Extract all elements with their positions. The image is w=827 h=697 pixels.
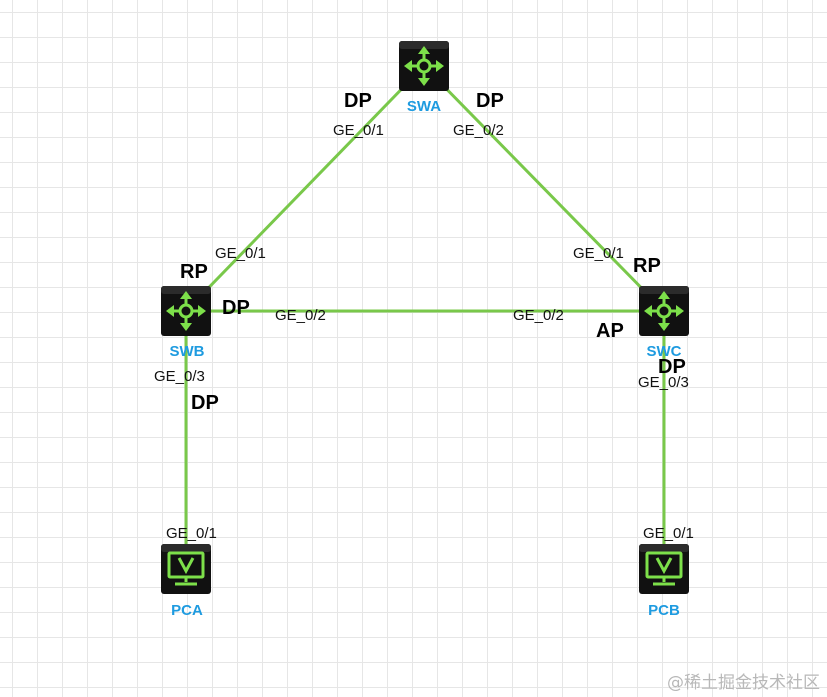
device-swa[interactable] (399, 41, 449, 91)
link-swa-swb (184, 64, 426, 313)
device-name-swa: SWA (407, 98, 441, 115)
port-label-swb-ge01: GE_0/1 (215, 245, 266, 262)
role-label-swc-ge02: AP (596, 320, 624, 342)
watermark: @稀土掘金技术社区 (667, 673, 820, 693)
role-label-swa-ge01: DP (344, 90, 372, 112)
port-label-swa-ge01: GE_0/1 (333, 122, 384, 139)
port-label-swb-ge02: GE_0/2 (275, 307, 326, 324)
device-name-pcb: PCB (648, 602, 680, 619)
pc-icon (645, 551, 683, 586)
role-label-swc-ge01: RP (633, 255, 661, 277)
port-label-swc-ge03: GE_0/3 (638, 374, 689, 391)
switch-icon (166, 291, 206, 331)
link-swa-swc (422, 64, 666, 313)
device-name-pca: PCA (171, 602, 203, 619)
port-label-pcb-ge01: GE_0/1 (643, 525, 694, 542)
switch-icon (644, 291, 684, 331)
device-swc[interactable] (639, 286, 689, 336)
port-label-swb-ge03: GE_0/3 (154, 368, 205, 385)
port-label-pca-ge01: GE_0/1 (166, 525, 217, 542)
device-swb[interactable] (161, 286, 211, 336)
role-label-swb-ge01: RP (180, 261, 208, 283)
device-pcb[interactable] (639, 544, 689, 594)
switch-icon (404, 46, 444, 86)
role-label-swb-ge02: DP (222, 297, 250, 319)
port-label-swc-ge01: GE_0/1 (573, 245, 624, 262)
device-name-swb: SWB (170, 343, 205, 360)
pc-icon (167, 551, 205, 586)
device-name-swc: SWC (647, 343, 682, 360)
role-label-swb-ge03: DP (191, 392, 219, 414)
device-pca[interactable] (161, 544, 211, 594)
role-label-swc-ge03: DP (658, 356, 686, 378)
port-label-swc-ge02: GE_0/2 (513, 307, 564, 324)
role-label-swa-ge02: DP (476, 90, 504, 112)
port-label-swa-ge02: GE_0/2 (453, 122, 504, 139)
